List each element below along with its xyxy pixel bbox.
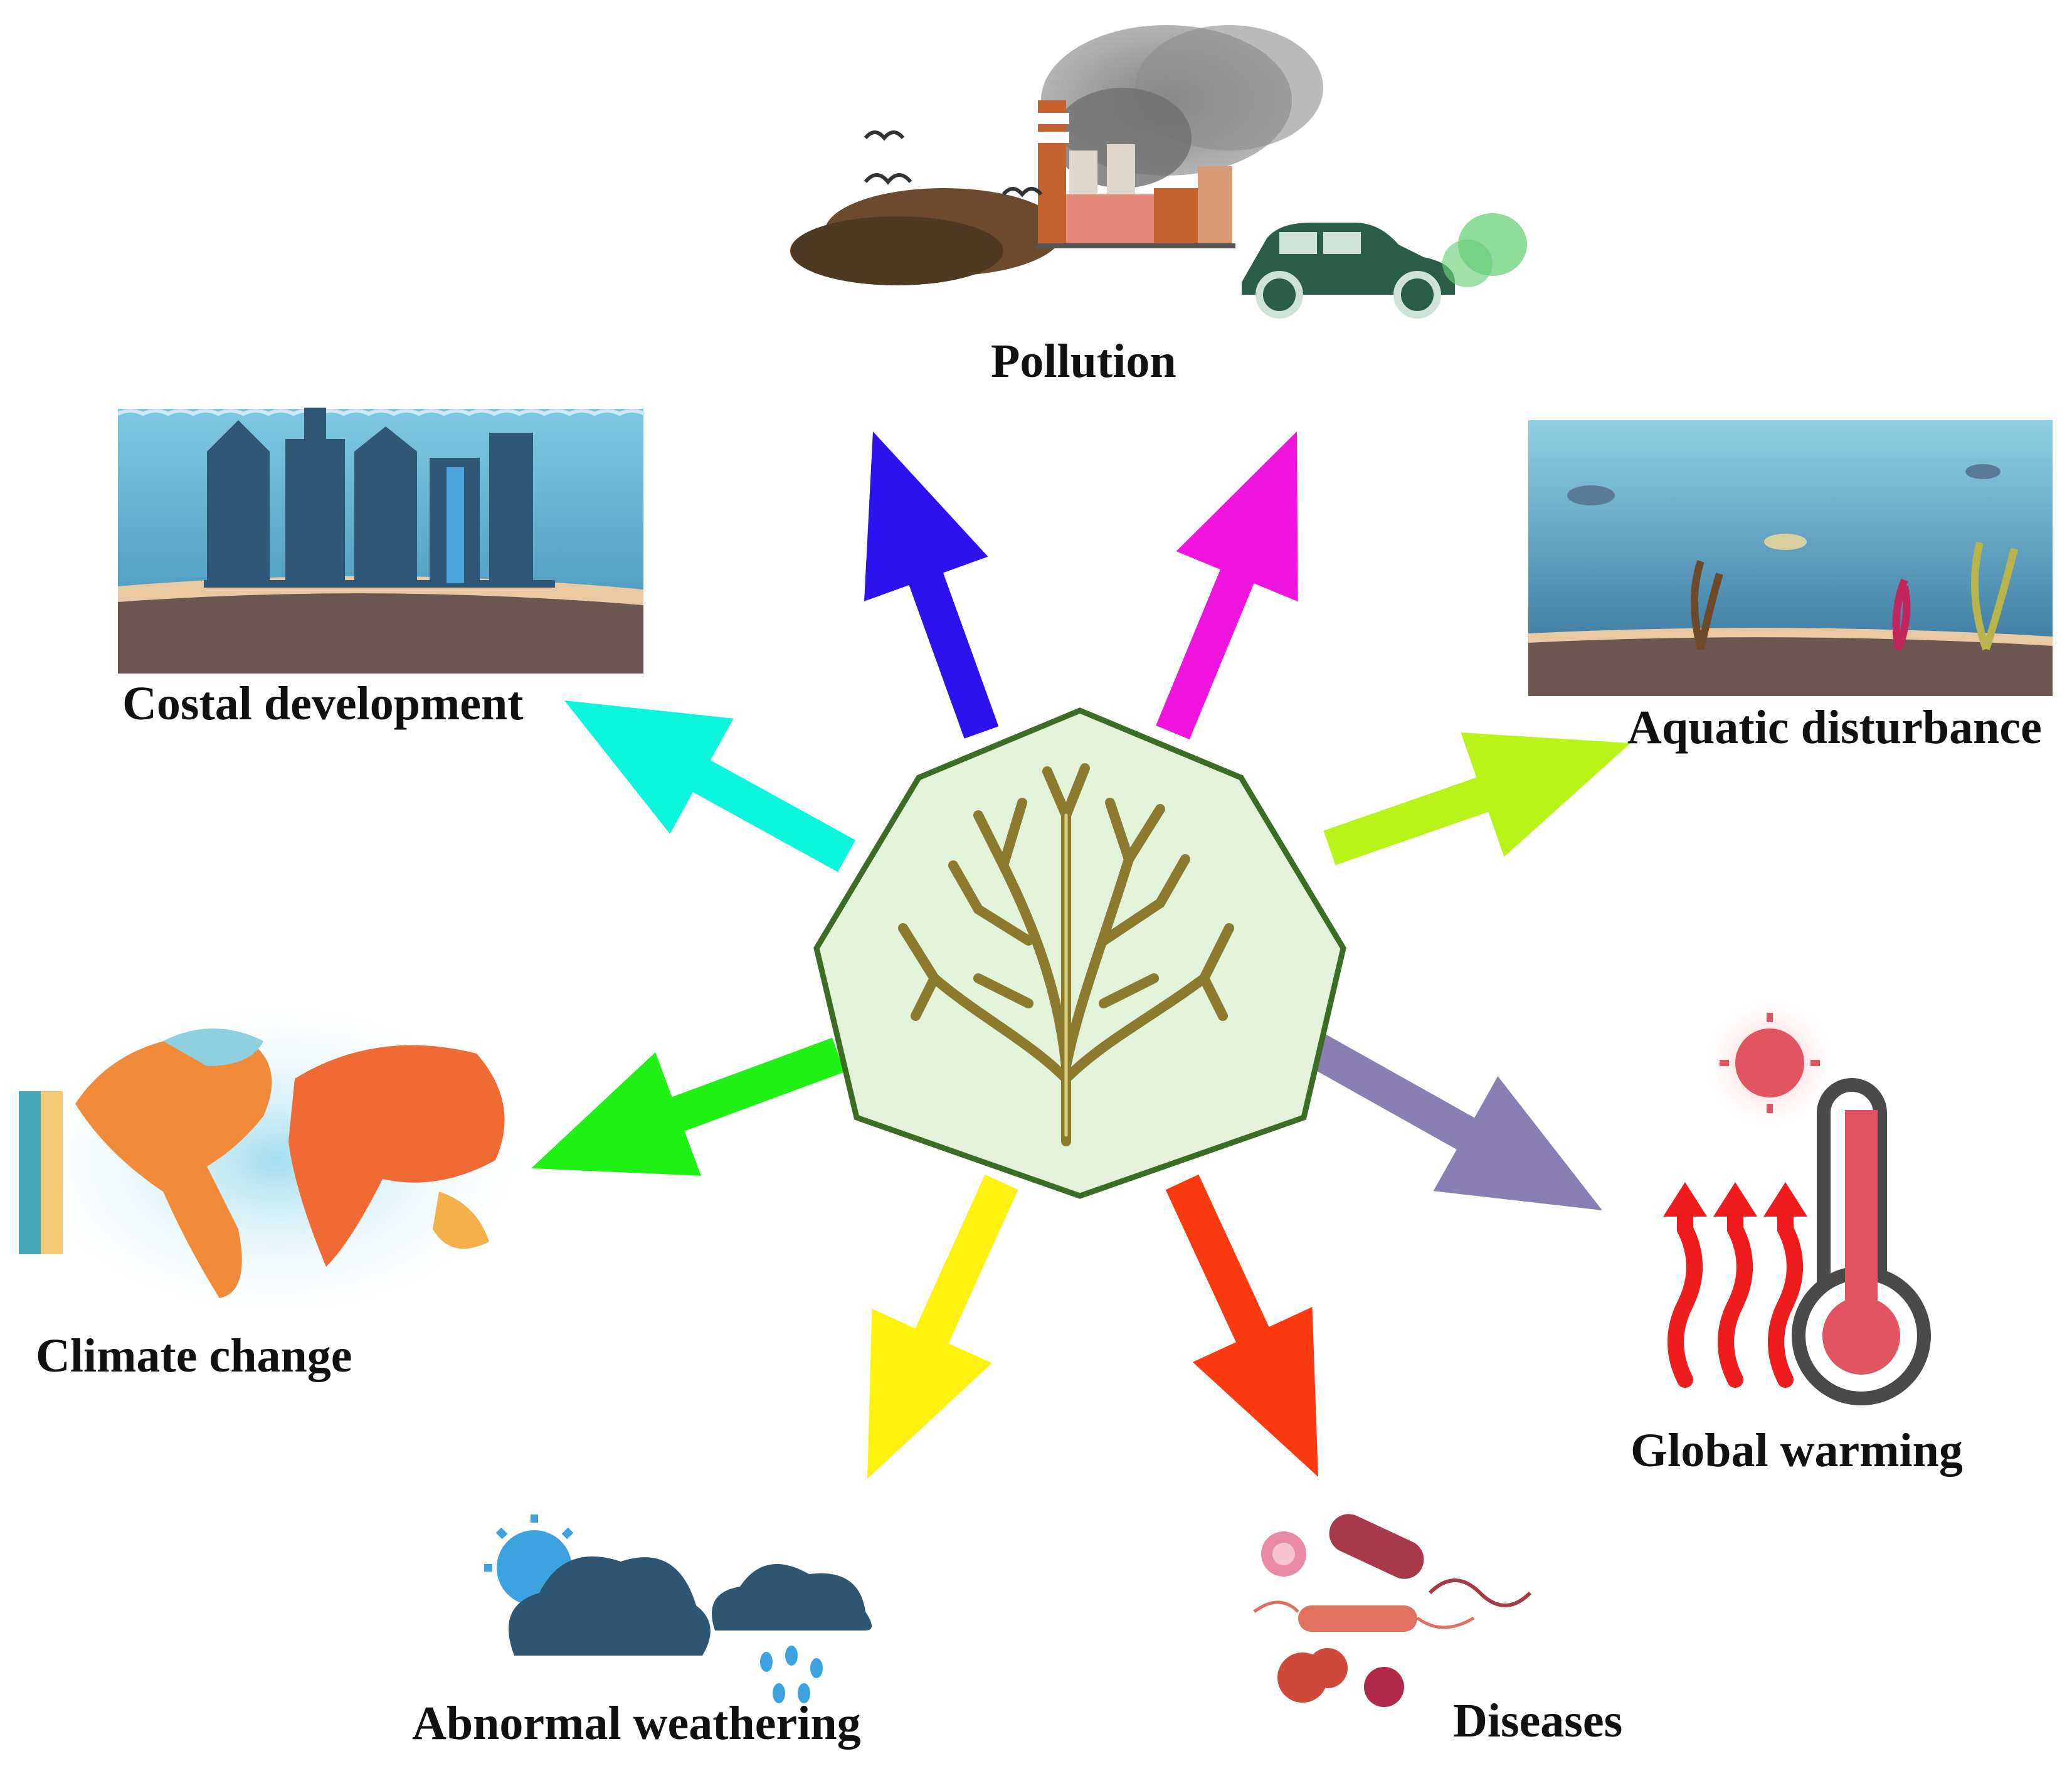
arrow-abnormal-weathering <box>867 1175 1018 1479</box>
center-node <box>813 707 1346 1199</box>
label-global-warming: Global warming <box>1631 1424 1963 1477</box>
label-pollution: Pollution <box>991 335 1176 388</box>
center-heptagon <box>813 707 1346 1199</box>
arrow-pollution <box>864 431 999 739</box>
label-climate-change: Climate change <box>36 1329 352 1382</box>
label-abnormal-weathering: Abnormal weathering <box>412 1697 861 1750</box>
microbe-icon <box>1253 1514 1532 1707</box>
arrow-aquatic-disturbance <box>1156 431 1298 740</box>
arrow-global-warming <box>1306 1033 1602 1210</box>
arrows-group <box>531 431 1631 1479</box>
world-map-icon <box>13 991 539 1329</box>
label-aquatic-disturbance: Aquatic disturbance <box>1627 701 2042 754</box>
ocean-scene-icon <box>1528 420 2053 696</box>
arrow-climate-change <box>531 1037 845 1176</box>
city-skyline-icon <box>117 408 646 674</box>
label-diseases: Diseases <box>1453 1694 1623 1747</box>
label-costal-development: Costal development <box>122 677 524 730</box>
arrow-aquatic-arrow-right <box>1323 732 1631 865</box>
thermometer-icon <box>1663 994 1931 1405</box>
arrow-diseases <box>1165 1174 1318 1477</box>
arrow-costal-development <box>564 700 855 872</box>
pollution-icon <box>790 25 1527 319</box>
rain-cloud-icon <box>484 1514 872 1703</box>
